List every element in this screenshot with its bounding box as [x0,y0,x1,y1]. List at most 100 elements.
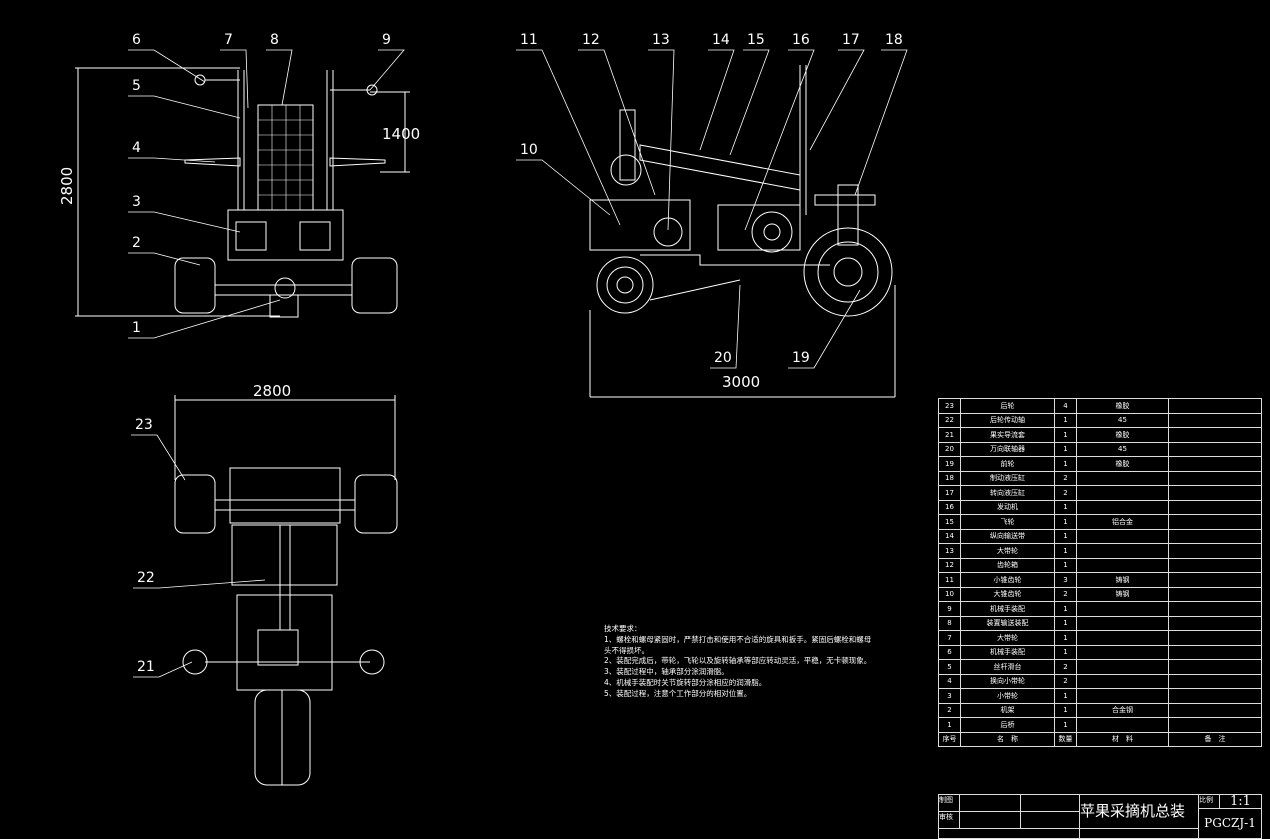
cell-note [1168,456,1262,472]
cell-material [1076,499,1169,515]
cell-name: 飞轮 [960,514,1055,530]
checked-by-label: 审核 [938,811,960,829]
leader-line [710,284,741,369]
leader-line [266,49,293,106]
cell-qty: 1 [1054,630,1077,646]
part-label: 6 [132,32,141,48]
cell-material [1076,644,1169,660]
cell-material [1076,557,1169,573]
part-label: 21 [137,659,155,675]
cell-material: 45 [1076,412,1169,428]
cell-qty: 1 [1054,456,1077,472]
cell-name: 后轮传动轴 [960,412,1055,428]
leader-line [578,49,656,196]
cell-no: 17 [938,485,961,501]
part-label: 14 [712,32,730,48]
cell-name: 制动液压缸 [960,470,1055,486]
cell-no: 14 [938,528,961,544]
scale-value: 1:1 [1219,794,1262,809]
table-header-row: 序号名 称数量材 料备 注 [938,731,1262,747]
leader-line [128,252,201,266]
part-label: 3 [132,194,141,210]
cell-name: 大带轮 [960,543,1055,559]
part-label: 5 [132,78,141,94]
title-block: 制图 审核 苹果采摘机总装 比例 1:1 PGCZJ-1 [938,794,1262,839]
part-label: 12 [582,32,600,48]
cell-no: 7 [938,630,961,646]
cell-qty: 2 [1054,659,1077,675]
cell-note [1168,485,1262,501]
cell-name: 纵向输送带 [960,528,1055,544]
cell-qty: 1 [1054,717,1077,733]
cell-material [1076,673,1169,689]
part-label: 15 [747,32,765,48]
leader-line [648,49,675,231]
cell-qty: 1 [1054,601,1077,617]
cell-qty: 2 [1054,586,1077,602]
leader-line [128,95,241,119]
cell-name: 小锥齿轮 [960,572,1055,588]
cell-qty: 1 [1054,412,1077,428]
cell-qty: 1 [1054,543,1077,559]
cell-qty: 3 [1054,572,1077,588]
cell-no: 16 [938,499,961,515]
part-label: 11 [520,32,538,48]
cell-note [1168,717,1262,733]
leader-line [131,434,186,481]
part-label: 13 [652,32,670,48]
cell-qty: 1 [1054,615,1077,631]
cell-qty: 1 [1054,702,1077,718]
cell-no: 序号 [938,731,961,747]
cell-note [1168,702,1262,718]
cell-no: 13 [938,543,961,559]
cell-material: 材 料 [1076,731,1169,747]
cell-qty: 1 [1054,644,1077,660]
cell-material: 合金钢 [1076,702,1169,718]
leader-line [744,49,815,231]
cell-name: 转向液压缸 [960,485,1055,501]
cell-no: 1 [938,717,961,733]
cell-no: 4 [938,673,961,689]
cell-name: 后轮 [960,398,1055,414]
drawing-title: 苹果采摘机总装 [1079,794,1199,829]
cell-no: 9 [938,601,961,617]
cell-note [1168,659,1262,675]
leader-line [128,157,216,163]
cell-name: 机架 [960,702,1055,718]
cell-no: 18 [938,470,961,486]
part-label: 20 [714,350,732,366]
leader-line [729,49,770,156]
tech-title: 技术要求： [604,624,642,633]
cell-name: 前轮 [960,456,1055,472]
dimension-label: 1400 [382,125,420,143]
cell-no: 5 [938,659,961,675]
cell-material: 铸钢 [1076,572,1169,588]
cell-qty: 1 [1054,427,1077,443]
part-label: 4 [132,140,141,156]
cell-material [1076,485,1169,501]
tech-item: 2、装配完成后，带轮，飞轮以及旋转轴承等部应转动灵活，平稳，无卡顿现象。 [604,656,872,666]
tech-item: 5、装配过程，注意个工作部分的相对位置。 [604,688,752,698]
front-view [75,67,410,318]
cell-qty: 1 [1054,688,1077,704]
cell-note [1168,441,1262,457]
part-label: 17 [842,32,860,48]
scale-label: 比例 [1198,794,1220,809]
cell-name: 大带轮 [960,630,1055,646]
cell-qty: 1 [1054,499,1077,515]
